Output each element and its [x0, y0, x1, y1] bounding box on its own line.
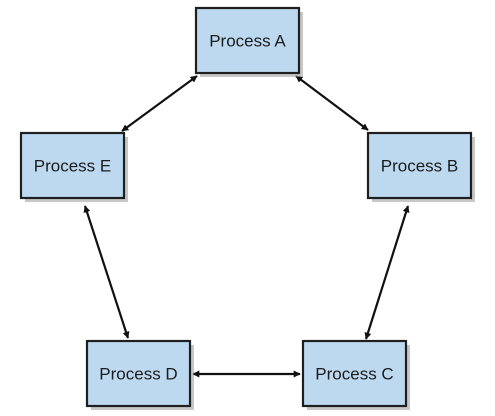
- node-process-d: Process D: [85, 339, 194, 410]
- edge-a-b: [295, 75, 369, 131]
- node-label: Process B: [381, 157, 458, 176]
- edge-b-c: [364, 205, 410, 340]
- node-label: Process E: [34, 157, 111, 176]
- node-box: [301, 339, 408, 408]
- node-box: [194, 6, 301, 75]
- edges: [83, 75, 410, 378]
- edge-d-e: [83, 205, 130, 339]
- node-process-a: Process A: [194, 6, 303, 77]
- node-process-e: Process E: [19, 131, 128, 202]
- node-label: Process D: [99, 365, 177, 384]
- node-box: [85, 339, 192, 408]
- node-box: [19, 131, 126, 200]
- node-process-c: Process C: [301, 339, 410, 410]
- node-label: Process C: [315, 365, 393, 384]
- node-process-b: Process B: [366, 131, 475, 202]
- node-box: [366, 131, 473, 200]
- node-label: Process A: [209, 32, 286, 51]
- edge-e-a: [121, 75, 198, 132]
